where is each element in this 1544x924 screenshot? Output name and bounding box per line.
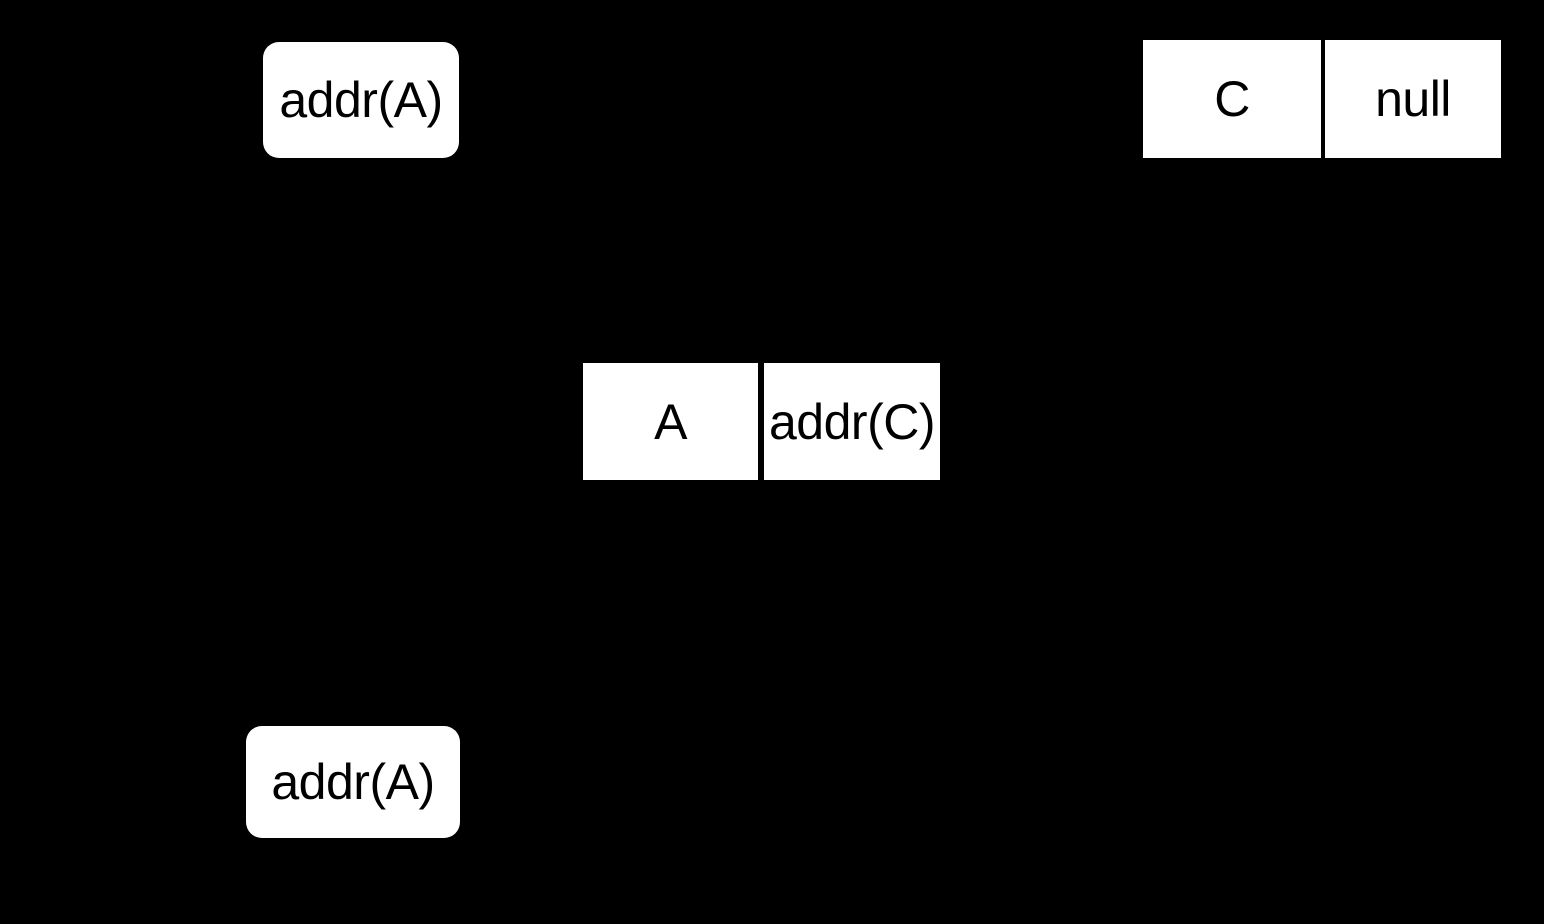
pointer-box-head: addr(A) — [263, 42, 459, 158]
list-node-c-data-label: C — [1214, 71, 1250, 127]
list-node-a: A addr(C) — [583, 363, 940, 480]
list-node-a-next-cell: addr(C) — [764, 363, 940, 480]
list-node-c-divider — [1321, 40, 1325, 158]
list-node-a-divider — [758, 363, 764, 480]
pointer-box-temp: addr(A) — [246, 726, 460, 838]
list-node-c-next-cell: null — [1325, 40, 1501, 158]
list-node-a-next-label: addr(C) — [769, 393, 935, 450]
list-node-a-data-label: A — [654, 393, 687, 450]
list-node-c-data-cell: C — [1143, 40, 1321, 158]
pointer-box-head-label: addr(A) — [279, 72, 443, 128]
list-node-a-data-cell: A — [583, 363, 758, 480]
list-node-c: C null — [1143, 40, 1501, 158]
list-node-c-next-label: null — [1375, 71, 1451, 127]
pointer-box-temp-label: addr(A) — [271, 754, 435, 810]
